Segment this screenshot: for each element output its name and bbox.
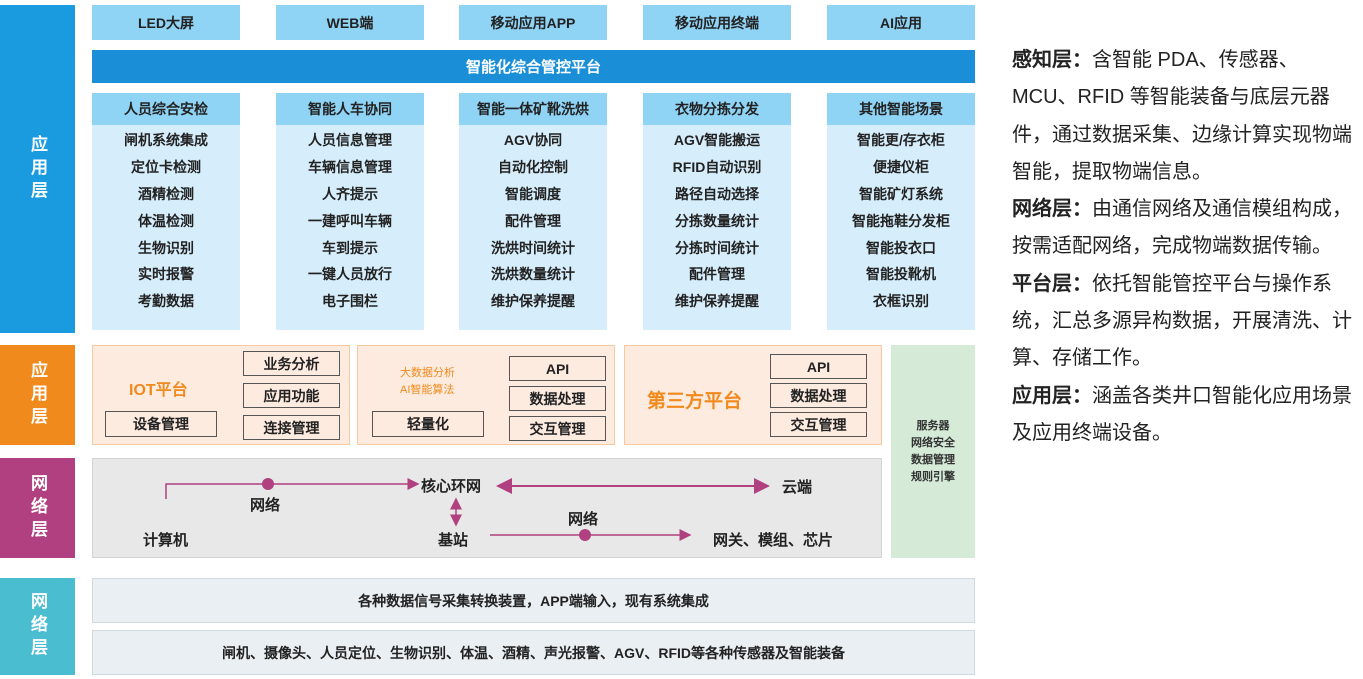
column-item: AGV协同 — [503, 132, 563, 149]
side-label-network: 网络层 — [0, 458, 75, 558]
column-item: 维护保养提醒 — [675, 293, 759, 310]
column-item: 一建呼叫车辆 — [308, 212, 392, 229]
column-item: 智能更/存衣柜 — [857, 132, 945, 149]
column-item: 路径自动选择 — [675, 185, 759, 202]
column-item: 智能投衣口 — [866, 239, 936, 256]
third-title: 第三方平台 — [647, 391, 743, 412]
node-core-ring: 核心环网 — [421, 478, 482, 495]
column-item: RFID自动识别 — [672, 159, 762, 176]
network-diagram: 计算机 网络 核心环网 云端 基站 网络 网关、模组、芯片 — [92, 458, 882, 558]
iot-item: 应用功能 — [243, 383, 340, 408]
side-label-application: 应用层 — [0, 5, 75, 333]
column-item: 智能矿灯系统 — [859, 185, 943, 202]
terminal-web: WEB端 — [276, 5, 424, 40]
bigdata-item: 交互管理 — [509, 416, 606, 441]
column-item: 分拣数量统计 — [675, 212, 759, 229]
column-title: 人员综合安检 — [92, 93, 240, 125]
label-network-1: 网络 — [250, 497, 281, 514]
column-item: 便捷仪柜 — [873, 159, 929, 176]
column-item: 实时报警 — [138, 266, 194, 283]
column-item: 智能拖鞋分发柜 — [852, 212, 950, 229]
column-item: 洗烘时间统计 — [491, 239, 575, 256]
column-item: 配件管理 — [505, 212, 561, 229]
bigdata-lightweight: 轻量化 — [372, 411, 484, 437]
column-item: 人员信息管理 — [308, 132, 392, 149]
node-computer: 计算机 — [143, 532, 189, 549]
iot-item: 业务分析 — [243, 351, 340, 376]
third-item: API — [770, 354, 867, 379]
scenario-column: 其他智能场景智能更/存衣柜便捷仪柜智能矿灯系统智能拖鞋分发柜智能投衣口智能投靴机… — [827, 93, 975, 330]
column-item: 车辆信息管理 — [308, 159, 392, 176]
column-item: 衣框识别 — [873, 293, 929, 310]
server-item: 网络安全 — [911, 436, 955, 449]
column-item: 人齐提示 — [322, 185, 378, 202]
terminal-ai: AI应用 — [827, 5, 975, 40]
column-item: 定位卡检测 — [131, 159, 201, 176]
column-item: 电子围栏 — [322, 293, 378, 310]
side-label-platform: 应用层 — [0, 345, 75, 445]
scenario-column: 智能人车协同人员信息管理车辆信息管理人齐提示一建呼叫车辆车到提示一键人员放行电子… — [276, 93, 424, 330]
column-item: AGV智能搬运 — [673, 132, 761, 149]
iot-title: IOT平台 — [129, 382, 188, 399]
node-gateway: 网关、模组、芯片 — [713, 532, 834, 549]
label-network-2: 网络 — [568, 511, 599, 528]
server-item: 规则引擎 — [911, 470, 955, 483]
column-title: 其他智能场景 — [827, 93, 975, 125]
server-item: 数据管理 — [911, 453, 955, 466]
third-item: 交互管理 — [770, 412, 867, 437]
iot-device-mgmt: 设备管理 — [105, 411, 217, 437]
column-item: 闸机系统集成 — [124, 132, 208, 149]
node-cloud: 云端 — [782, 479, 813, 496]
column-title: 智能人车协同 — [276, 93, 424, 125]
desc-application: 应用层：涵盖各类井口智能化应用场景及应用终端设备。 — [1012, 384, 1352, 444]
bigdata-line1: 大数据分析 — [400, 367, 455, 379]
server-item: 服务器 — [916, 419, 950, 432]
column-item: 智能投靴机 — [866, 266, 936, 283]
column-item: 分拣时间统计 — [675, 239, 759, 256]
column-item: 车到提示 — [322, 239, 378, 256]
perception-row-2: 闸机、摄像头、人员定位、生物识别、体温、酒精、声光报警、AGV、RFID等各种传… — [92, 630, 975, 675]
column-item: 洗烘数量统计 — [491, 266, 575, 283]
third-party-box: 第三方平台 API 数据处理 交互管理 — [624, 345, 882, 445]
bigdata-item: 数据处理 — [509, 386, 606, 411]
scenario-column: 衣物分拣分发 AGV智能搬运 RFID自动识别路径自动选择分拣数量统计分拣时间统计配… — [643, 93, 791, 330]
network-lines — [165, 478, 770, 541]
bigdata-line2: AI智能算法 — [400, 384, 455, 396]
terminal-mobile: 移动应用终端 — [643, 5, 791, 40]
column-item: 自动化控制 — [498, 159, 568, 176]
column-item: 考勤数据 — [138, 293, 194, 310]
server-box: 服务器 网络安全 数据管理 规则引擎 — [891, 345, 975, 558]
iot-item: 连接管理 — [243, 415, 340, 440]
side-label-perception: 网络层 — [0, 578, 75, 675]
bigdata-box: 大数据分析 AI智能算法 轻量化 API 数据处理 交互管理 — [357, 345, 615, 445]
layer-description: 感知层：含智能 PDA、传感器、MCU、RFID 等智能装备与底层元器件，通过数… — [1012, 42, 1362, 452]
column-item: 生物识别 — [138, 239, 194, 256]
third-item: 数据处理 — [770, 383, 867, 408]
column-title: 智能一体矿靴洗烘 — [459, 93, 607, 125]
terminal-app: 移动应用APP — [459, 5, 607, 40]
column-title: 衣物分拣分发 — [643, 93, 791, 125]
column-item: 酒精检测 — [138, 185, 194, 202]
perception-row-1: 各种数据信号采集转换装置，APP端输入，现有系统集成 — [92, 578, 975, 623]
scenario-column: 人员综合安检闸机系统集成定位卡检测酒精检测体温检测生物识别实时报警考勤数据 — [92, 93, 240, 330]
desc-platform: 平台层：依托智能管控平台与操作系统，汇总多源异构数据，开展清洗、计算、存储工作。 — [1012, 272, 1352, 370]
bigdata-item: API — [509, 356, 606, 381]
terminal-led: LED大屏 — [92, 5, 240, 40]
desc-network: 网络层：由通信网络及通信模组构成，按需适配网络，完成物端数据传输。 — [1012, 198, 1352, 258]
iot-platform-box: IOT平台 设备管理 业务分析 应用功能 连接管理 — [92, 345, 350, 445]
column-item: 一键人员放行 — [308, 266, 392, 283]
scenario-column: 智能一体矿靴洗烘 AGV协同自动化控制智能调度配件管理洗烘时间统计洗烘数量统计维护… — [459, 93, 607, 330]
column-item: 体温检测 — [138, 212, 194, 229]
node-base-station: 基站 — [438, 532, 469, 549]
desc-perception: 感知层：含智能 PDA、传感器、MCU、RFID 等智能装备与底层元器件，通过数… — [1012, 49, 1352, 183]
column-item: 维护保养提醒 — [491, 293, 575, 310]
platform-bar: 智能化综合管控平台 — [92, 50, 975, 83]
column-item: 配件管理 — [689, 266, 745, 283]
column-item: 智能调度 — [505, 185, 561, 202]
